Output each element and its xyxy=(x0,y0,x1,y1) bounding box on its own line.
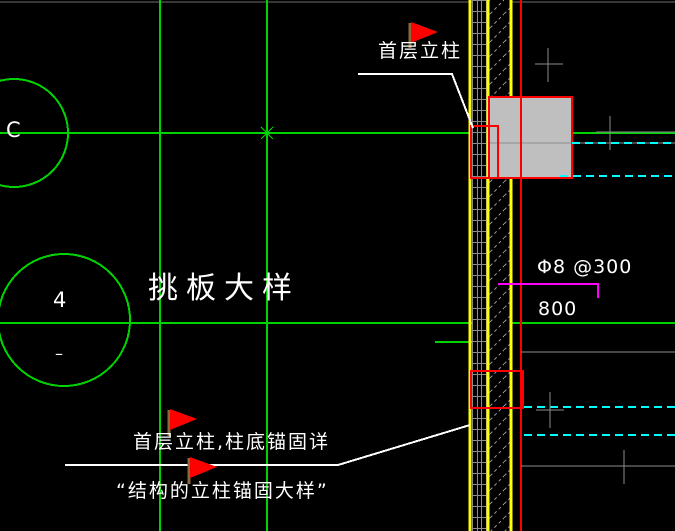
leader-line-first-floor-column xyxy=(358,73,474,129)
grid-bubble-4-sublabel: – xyxy=(55,344,63,363)
annotation-column-base-anchor: 首层立柱,柱底锚固详 xyxy=(133,431,331,453)
leader-lines xyxy=(65,73,474,466)
flag-marker-column-base-anchor[interactable] xyxy=(167,409,197,436)
grid-bubble-4[interactable] xyxy=(0,253,131,387)
concrete-block-fill xyxy=(489,97,675,178)
structure-highlight-lines xyxy=(488,0,573,531)
grid-bubble-c-label: C xyxy=(6,118,21,142)
annotation-first-floor-column: 首层立柱 xyxy=(378,40,463,62)
reference-lines xyxy=(524,142,675,436)
flag-marker-structural-anchor-detail[interactable] xyxy=(187,457,217,484)
highlight-box-lower-column[interactable] xyxy=(470,370,524,409)
drawing-title-cantilever-slab: 挑板大样 xyxy=(148,271,300,306)
highlight-box-upper-column[interactable] xyxy=(470,125,499,179)
dimension-line-800 xyxy=(498,283,599,298)
rebar-spec-label: Φ8 @300 xyxy=(537,256,633,278)
grid-bubble-4-label: 4 xyxy=(53,288,67,312)
annotation-structural-anchor-detail: “结构的立柱锚固大样” xyxy=(116,480,329,502)
flag-marker-first-floor-column[interactable] xyxy=(408,22,438,48)
grid-bubble-c[interactable] xyxy=(0,78,470,188)
construction-marks xyxy=(521,48,675,484)
dimension-value-800: 800 xyxy=(538,298,578,320)
leader-line-column-base-anchor xyxy=(65,424,471,466)
